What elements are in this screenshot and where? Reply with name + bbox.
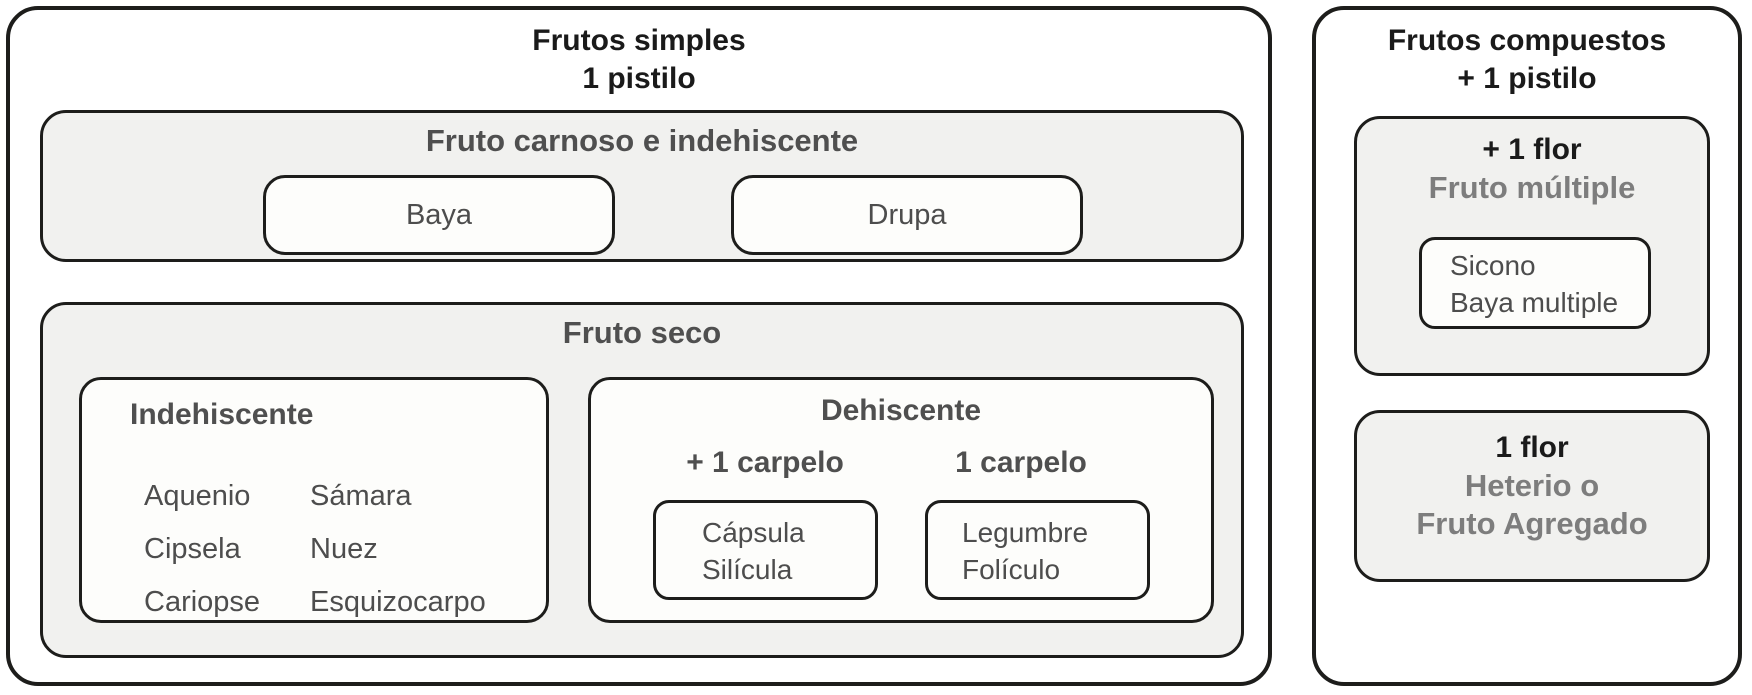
indehiscent-heading: Indehiscente [130, 398, 314, 431]
compound-fruits-title-line2: + 1 pistilo [1457, 62, 1597, 95]
one-carpel-heading: 1 carpelo [955, 446, 1087, 479]
fleshy-fruit-heading: Fruto carnoso e indehiscente [425, 123, 859, 158]
multiple-fruit-flor-heading: + 1 flor [1482, 133, 1582, 166]
baya-box: Baya [263, 175, 615, 255]
capsula-silicula-box: Cápsula Silícula [653, 500, 878, 600]
drupa-box: Drupa [731, 175, 1083, 255]
simple-fruits-title: Frutos simples 1 pistilo [10, 22, 1268, 98]
dehiscent-heading: Dehiscente [820, 394, 982, 427]
multiple-fruit-group: + 1 flor Fruto múltiple Sicono Baya mult… [1354, 116, 1710, 376]
baya-multiple-label: Baya multiple [1450, 287, 1619, 318]
multi-carpel-heading: + 1 carpelo [686, 446, 844, 479]
compound-fruits-title: Frutos compuestos + 1 pistilo [1316, 22, 1738, 98]
indehiscent-item-esquizocarpo: Esquizocarpo [310, 586, 486, 618]
indehiscent-item-cariopse: Cariopse [144, 586, 261, 618]
simple-fruits-panel: Frutos simples 1 pistilo Fruto carnoso e… [6, 6, 1272, 686]
dry-fruit-group: Fruto seco Indehiscente Aquenio Cipsela … [40, 302, 1244, 658]
legumbre-label: Legumbre [962, 517, 1089, 548]
sicono-box: Sicono Baya multiple [1419, 237, 1651, 329]
indehiscent-item-nuez: Nuez [310, 533, 378, 565]
indehiscent-item-samara: Sámara [310, 480, 412, 512]
multiple-fruit-heading: Fruto múltiple [1428, 170, 1636, 205]
simple-fruits-title-line1: Frutos simples [532, 24, 746, 57]
legumbre-foliculo-box: Legumbre Folículo [925, 500, 1150, 600]
dehiscent-box: Dehiscente + 1 carpelo 1 carpelo Cápsula… [588, 377, 1214, 623]
fleshy-fruit-group: Fruto carnoso e indehiscente Baya Drupa [40, 110, 1244, 262]
aggregate-fruit-flor-heading: 1 flor [1495, 431, 1569, 464]
indehiscent-item-cipsela: Cipsela [144, 533, 241, 565]
compound-fruits-title-line1: Frutos compuestos [1387, 24, 1667, 57]
silicula-label: Silícula [702, 554, 793, 585]
aggregate-fruit-heading-line2: Fruto Agregado [1416, 506, 1648, 541]
baya-label: Baya [405, 198, 473, 231]
aggregate-fruit-group: 1 flor Heterio o Fruto Agregado [1354, 410, 1710, 582]
indehiscent-box: Indehiscente Aquenio Cipsela Cariopse Sá… [79, 377, 549, 623]
sicono-label: Sicono [1450, 250, 1536, 281]
dry-fruit-heading: Fruto seco [562, 315, 722, 350]
drupa-label: Drupa [867, 198, 947, 231]
aggregate-fruit-heading-line1: Heterio o [1464, 468, 1600, 503]
capsula-label: Cápsula [702, 517, 805, 548]
indehiscent-item-aquenio: Aquenio [144, 480, 251, 512]
simple-fruits-title-line2: 1 pistilo [582, 62, 696, 95]
compound-fruits-panel: Frutos compuestos + 1 pistilo + 1 flor F… [1312, 6, 1742, 686]
foliculo-label: Folículo [962, 554, 1061, 585]
